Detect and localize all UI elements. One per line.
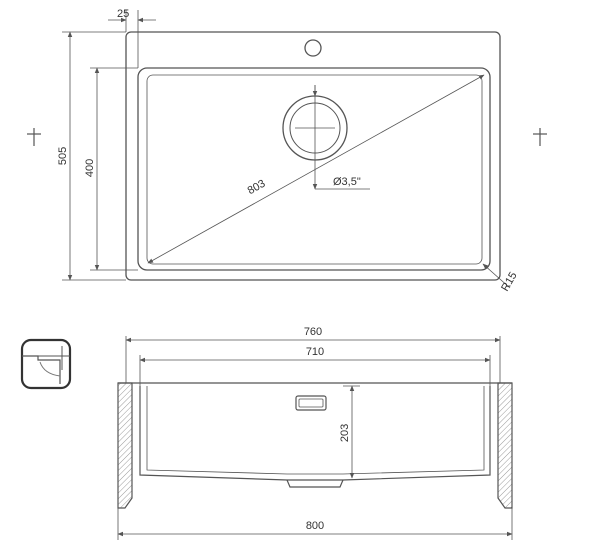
section-marker-left xyxy=(27,128,41,146)
overflow-slot xyxy=(295,395,327,411)
corner-radius-leader xyxy=(482,263,511,289)
bowl-profile-inner xyxy=(146,386,485,475)
overall-height-label: 505 xyxy=(57,147,69,165)
rim-width-label: 25 xyxy=(117,8,129,20)
overall-width-label: 800 xyxy=(306,520,324,532)
top-view xyxy=(27,10,547,289)
side-view xyxy=(117,336,513,540)
drain-size-label: Ø3,5" xyxy=(333,176,361,188)
countertop-right-section xyxy=(497,382,513,509)
diagonal-dim-line xyxy=(147,74,485,264)
sink-outer-rim xyxy=(125,31,501,281)
outer-width-label: 760 xyxy=(304,326,322,338)
section-marker-right xyxy=(533,128,547,146)
edge-profile-detail-icon xyxy=(20,338,72,390)
depth-label: 203 xyxy=(339,424,351,442)
diagonal-label: 803 xyxy=(246,178,268,197)
corner-radius-label: R15 xyxy=(499,270,519,293)
countertop-left-section xyxy=(117,382,133,509)
tap-hole xyxy=(304,39,322,57)
bowl-width-label: 710 xyxy=(306,346,324,358)
bowl-height-label: 400 xyxy=(84,159,96,177)
sink-bowl-outline xyxy=(137,67,491,271)
bowl-profile-outer xyxy=(139,386,491,481)
drain-bottom xyxy=(286,479,344,488)
